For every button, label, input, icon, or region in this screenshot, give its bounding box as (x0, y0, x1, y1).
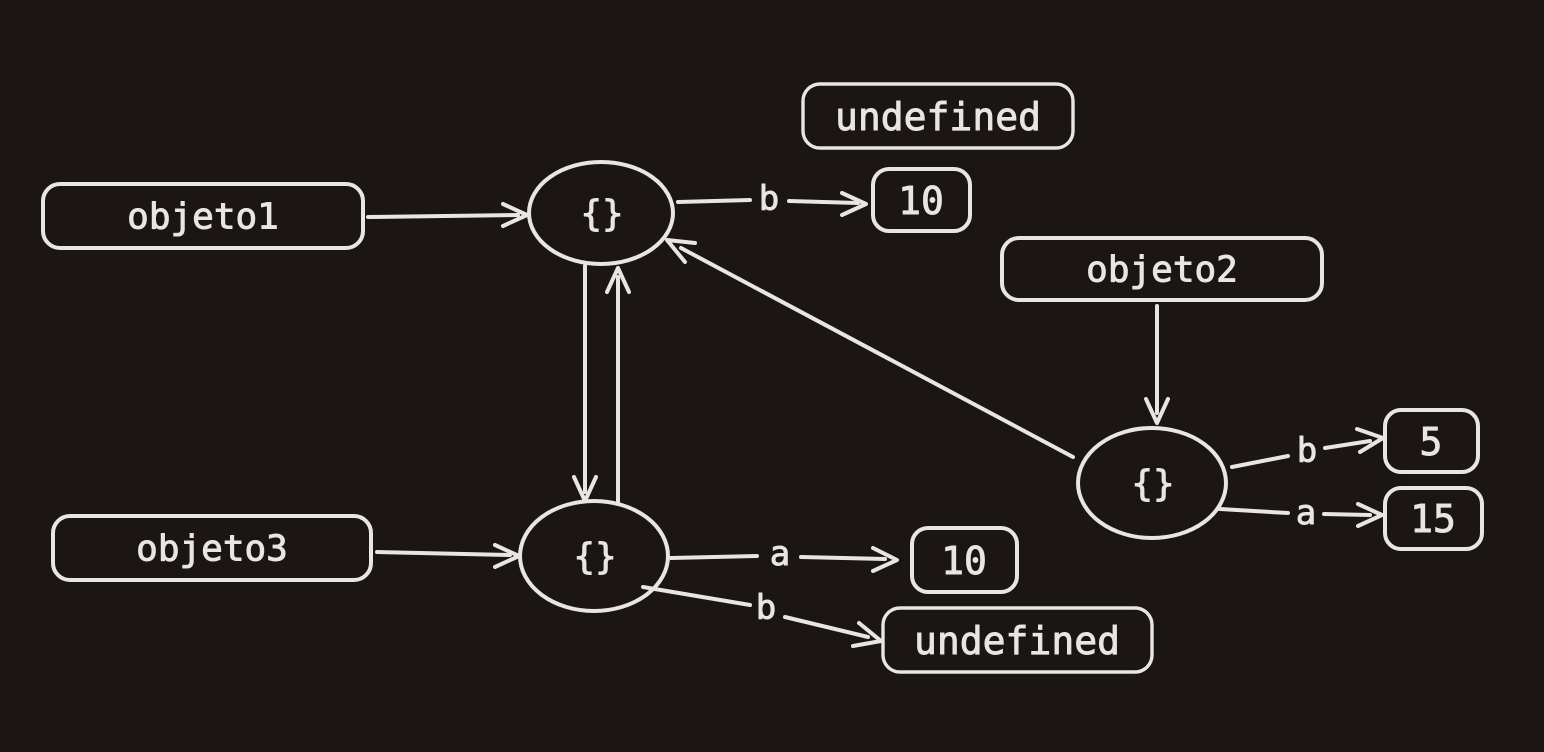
arrowhead (501, 202, 529, 228)
property-label-object3-b: b (756, 588, 776, 628)
object-node-3-label: {} (573, 537, 616, 578)
value-box-object1-b-shape (871, 167, 972, 233)
value-box-object2-b: 5 (1383, 408, 1480, 474)
arrowhead (840, 191, 868, 217)
variable-box-objeto3-shape (51, 514, 373, 582)
undefined-box-bottom-label: undefined (914, 619, 1120, 663)
arrow-objeto2-to-object2 (1144, 304, 1170, 425)
value-box-object3-a-shape (910, 526, 1019, 594)
arrow-object1-to-object3 (572, 264, 598, 503)
object-node-1-label: {} (580, 194, 623, 235)
property-edge-object2-b: b (1230, 427, 1385, 471)
property-label-object1-b: b (759, 179, 779, 219)
property-label-object3-a: a (770, 534, 790, 574)
value-box-object3-a-text: 10 (941, 539, 987, 583)
variable-box-objeto2-shape (1000, 236, 1324, 302)
object-node-2-label: {} (1131, 464, 1174, 505)
value-box-object2-b-shape (1383, 408, 1480, 474)
arrowhead (851, 621, 883, 648)
undefined-box-top-label: undefined (835, 95, 1041, 139)
property-label-object2-a: a (1296, 493, 1316, 533)
property-edge-object3-b: b (641, 585, 883, 648)
value-box-object1-b: 10 (871, 167, 972, 233)
object-node-1-shape (527, 160, 675, 266)
variable-box-objeto1-shape (41, 182, 365, 250)
variable-box-objeto2: objeto2 (1000, 236, 1324, 302)
variable-box-objeto3-label: objeto3 (136, 529, 288, 570)
undefined-box-top-shape (801, 82, 1075, 150)
undefined-box-bottom-shape (881, 606, 1154, 674)
arrow-object2-to-object1 (665, 238, 1075, 459)
value-box-object3-a: 10 (910, 526, 1019, 594)
variable-box-objeto3: objeto3 (51, 514, 373, 582)
arrowhead (665, 238, 697, 264)
value-box-object1-b-text: 10 (898, 179, 944, 223)
property-label-object2-b: b (1297, 431, 1317, 471)
arrowhead (871, 546, 899, 573)
object-node-3-shape (518, 499, 670, 613)
variable-box-objeto1-label: objeto1 (127, 197, 279, 238)
object-node-2: {} (1076, 426, 1228, 540)
value-box-object2-a-text: 15 (1410, 497, 1456, 541)
value-box-object2-a: 15 (1383, 486, 1484, 551)
undefined-box-bottom: undefined (881, 606, 1154, 674)
variable-box-objeto1: objeto1 (41, 182, 365, 250)
property-edge-object2-a: a (1218, 493, 1384, 533)
arrow-objeto3-to-object3 (375, 543, 521, 569)
arrowhead (605, 266, 631, 294)
variable-box-objeto2-label: objeto2 (1086, 250, 1238, 291)
value-box-object2-a-shape (1383, 486, 1484, 551)
value-box-object2-b-text: 5 (1420, 420, 1443, 464)
property-edge-object3-a: a (669, 534, 899, 574)
property-edge-object1-b: b (676, 179, 868, 219)
arrow-object3-to-object1 (605, 266, 631, 505)
object-node-2-shape (1076, 426, 1228, 540)
arrowhead (1144, 397, 1170, 425)
undefined-box-top: undefined (801, 82, 1075, 150)
arrowhead (1356, 502, 1384, 528)
object-node-3: {} (518, 499, 670, 613)
arrow-objeto1-to-object1 (366, 202, 529, 228)
object-node-1: {} (527, 160, 675, 266)
